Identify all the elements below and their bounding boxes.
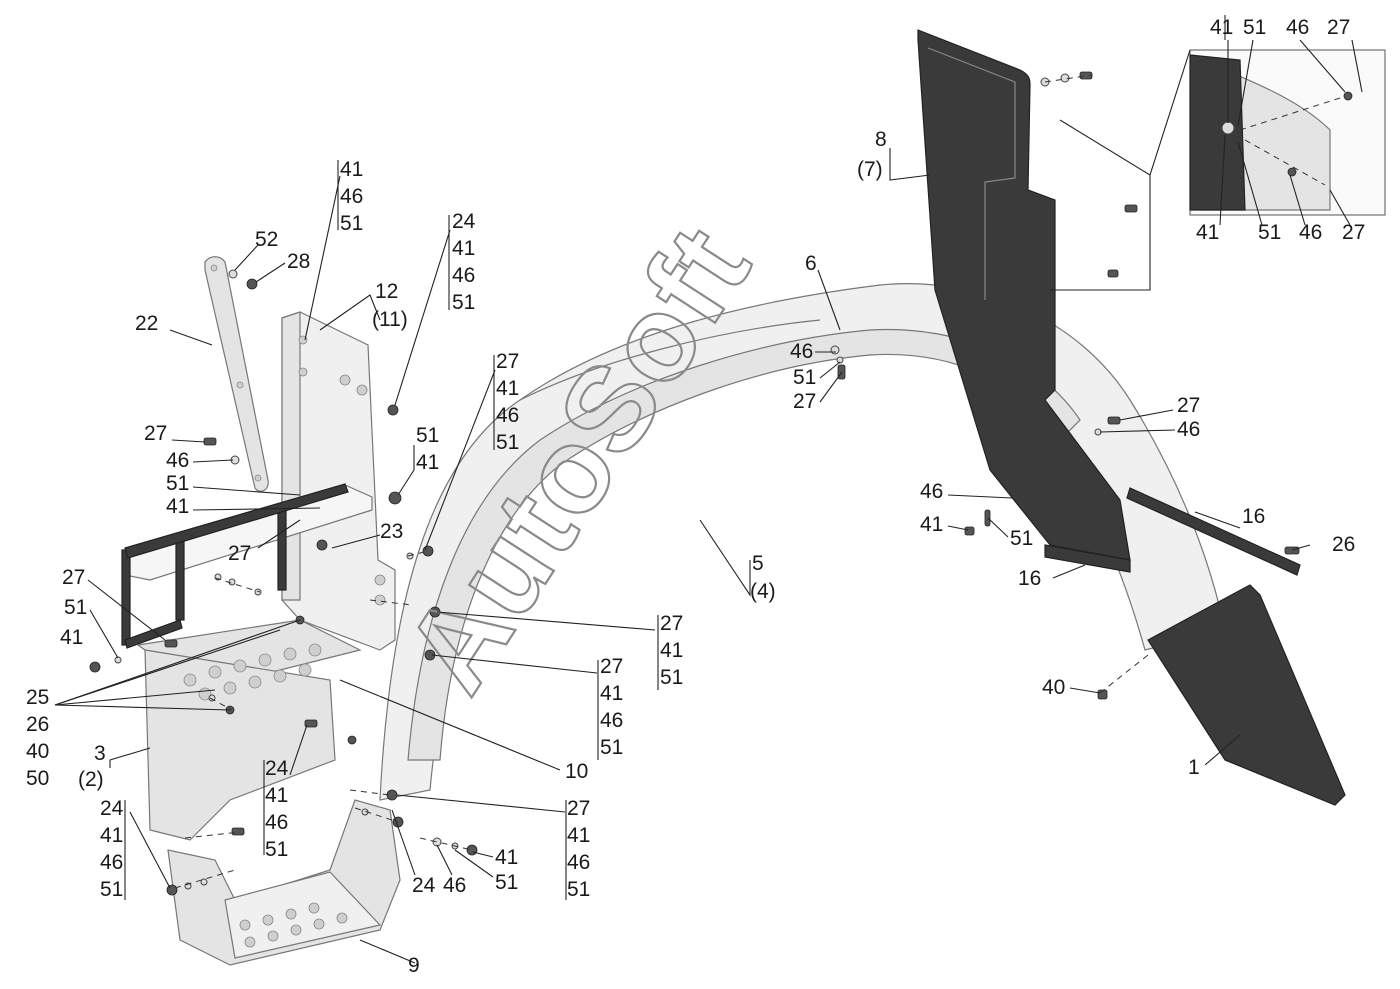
label-3-alt: (2) bbox=[78, 768, 104, 791]
stack-left-27-46-51-41: 27 46 51 41 bbox=[144, 422, 195, 518]
stack-left-25-26-40-50: 25 26 40 50 bbox=[26, 686, 55, 790]
stack-mudflap-46: 46 bbox=[920, 480, 943, 503]
strap-22 bbox=[204, 256, 269, 492]
stack-mudflap-41: 41 bbox=[920, 513, 943, 536]
label-12: 12 bbox=[375, 280, 398, 303]
stack-mid-27-41-51: 27 41 51 bbox=[660, 612, 689, 689]
inset-detail bbox=[1189, 49, 1386, 216]
label-27-step: 27 bbox=[228, 542, 251, 565]
label-16-left: 16 bbox=[1018, 567, 1041, 590]
label-5-alt: (4) bbox=[750, 580, 776, 603]
label-6: 6 bbox=[805, 252, 817, 275]
assembly-lines bbox=[174, 74, 1149, 889]
label-8-alt: (7) bbox=[857, 158, 883, 181]
stack-right-of-12: 24 41 46 51 bbox=[452, 210, 481, 314]
label-52: 52 bbox=[255, 228, 278, 251]
label-28: 28 bbox=[287, 250, 310, 273]
stack-left-27-51-41: 27 51 41 bbox=[60, 566, 93, 649]
stack-bottom-left-24-41-46-51: 24 41 46 51 bbox=[100, 797, 129, 901]
stack-bottom-row: 24 46 bbox=[412, 874, 466, 897]
stack-arch-46-51-27: 46 51 27 bbox=[790, 340, 822, 413]
label-26: 26 bbox=[1332, 533, 1355, 556]
stack-step-24-41-46-51: 24 41 46 51 bbox=[265, 757, 294, 861]
stack-bottom-27-41-46-51: 27 41 46 51 bbox=[567, 797, 596, 901]
step-10 bbox=[136, 619, 362, 841]
step-9 bbox=[167, 799, 401, 966]
stack-mudflap-27-46: 27 46 bbox=[1177, 394, 1206, 441]
label-40: 40 bbox=[1042, 676, 1065, 699]
label-3: 3 bbox=[94, 742, 106, 765]
leader-lines bbox=[54, 39, 1363, 964]
stack-inset-bottom: 41 51 46 27 bbox=[1196, 221, 1365, 244]
strip-16 bbox=[1044, 487, 1301, 576]
label-1: 1 bbox=[1188, 756, 1200, 779]
stack-mid-27-41-46-51: 27 41 46 51 bbox=[600, 655, 629, 759]
stack-arch-left: 27 41 46 51 bbox=[496, 350, 525, 454]
stack-inset-top: 41 51 46 27 bbox=[1210, 16, 1350, 39]
stack-top-mid: 41 46 51 bbox=[340, 158, 369, 235]
stack-bottom-41-51: 41 51 bbox=[495, 846, 524, 894]
label-12-alt: (11) bbox=[372, 308, 408, 331]
mudflap-8 bbox=[917, 29, 1131, 561]
mudflap-1 bbox=[1147, 584, 1346, 806]
bracket-12 bbox=[281, 311, 396, 651]
label-10: 10 bbox=[565, 760, 588, 783]
label-23: 23 bbox=[380, 520, 403, 543]
ladder-frame bbox=[121, 483, 373, 649]
label-5: 5 bbox=[752, 552, 764, 575]
label-8: 8 bbox=[875, 128, 887, 151]
stack-mudflap-51: 51 bbox=[1010, 527, 1033, 550]
label-9: 9 bbox=[408, 954, 420, 977]
labels: 1 3 (2) 5 (4) 6 8 (7) 9 10 12 (11) 16 16… bbox=[78, 128, 1355, 977]
stack-pair-51-41: 51 41 bbox=[416, 424, 445, 474]
stack-bars bbox=[124, 15, 1226, 900]
label-16-right: 16 bbox=[1242, 505, 1265, 528]
label-stacks: 41 46 51 24 41 46 51 27 41 46 51 27 46 5… bbox=[26, 16, 1365, 901]
label-22: 22 bbox=[135, 312, 158, 335]
